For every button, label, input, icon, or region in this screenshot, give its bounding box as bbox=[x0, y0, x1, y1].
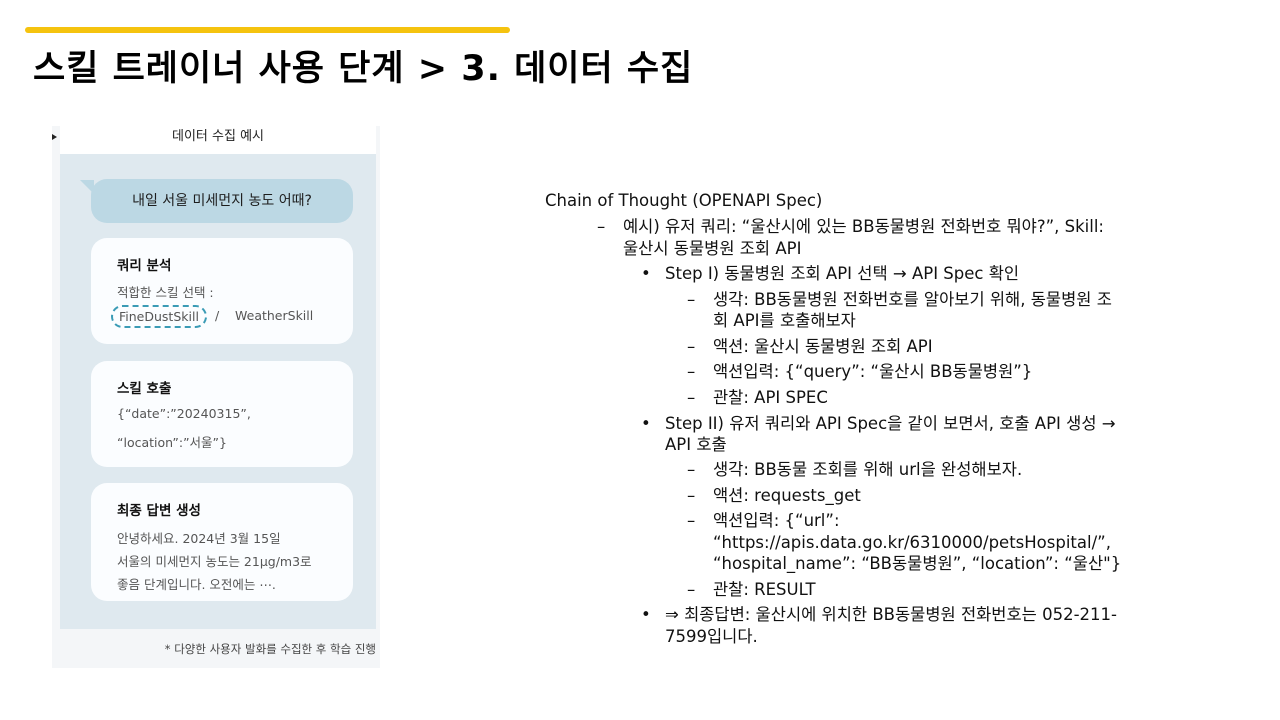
action-line: 액션: 울산시 동물병원 조회 API bbox=[713, 337, 933, 356]
user-message-bubble: 내일 서울 미세먼지 농도 어때? bbox=[91, 179, 353, 223]
observation-line: 관찰: API SPEC bbox=[713, 388, 828, 407]
panel-footnote: * 다양한 사용자 발화를 수집한 후 학습 진행 bbox=[164, 642, 376, 656]
step-bullet: • bbox=[641, 605, 651, 624]
slide-title: 스킬 트레이너 사용 단계 > 3. 데이터 수집 bbox=[33, 49, 694, 89]
skill-select-label: 적합한 스킬 선택 : bbox=[117, 285, 214, 300]
card-title: 스킬 호출 bbox=[117, 381, 172, 397]
example-line: 울산시 동물병원 조회 API bbox=[623, 239, 802, 258]
card-title: 최종 답변 생성 bbox=[117, 503, 201, 519]
step-bullet: • bbox=[641, 414, 651, 433]
item-dash: – bbox=[687, 460, 696, 479]
card-line: “location”:”서울”} bbox=[117, 435, 227, 450]
step-line: Step I) 동물병원 조회 API 선택 → API Spec 확인 bbox=[665, 264, 1020, 283]
item-dash: – bbox=[687, 511, 696, 530]
skill-separator: / bbox=[215, 308, 220, 323]
selected-skill-chip: FineDustSkill bbox=[111, 305, 207, 328]
action-input-line: “https://apis.data.go.kr/6310000/petsHos… bbox=[713, 533, 1111, 552]
card-line: 안녕하세요. 2024년 3월 15일 bbox=[117, 531, 281, 546]
step-bullet: • bbox=[641, 264, 651, 283]
panel-header: 데이터 수집 예시 bbox=[60, 126, 376, 154]
action-input-line: 액션입력: {“query”: “울산시 BB동물병원”} bbox=[713, 362, 1033, 381]
item-dash: – bbox=[687, 388, 696, 407]
data-collection-example-panel: 데이터 수집 예시 내일 서울 미세먼지 농도 어때? 쿼리 분석 적합한 스킬… bbox=[52, 126, 380, 668]
card-line: {“date”:”20240315”, bbox=[117, 406, 251, 421]
item-dash: – bbox=[687, 337, 696, 356]
example-line: 예시) 유저 쿼리: “울산시에 있는 BB동물병원 전화번호 뭐야?”, Sk… bbox=[623, 217, 1104, 236]
cot-heading: Chain of Thought (OPENAPI Spec) bbox=[545, 191, 823, 210]
thought-line: 회 API를 호출해보자 bbox=[713, 311, 856, 330]
action-input-line: 액션입력: {“url”: bbox=[713, 511, 840, 530]
card-title: 쿼리 분석 bbox=[117, 258, 172, 274]
skill-call-card: 스킬 호출 {“date”:”20240315”, “location”:”서울… bbox=[91, 361, 353, 467]
chat-area: 데이터 수집 예시 내일 서울 미세먼지 농도 어때? 쿼리 분석 적합한 스킬… bbox=[60, 126, 376, 629]
item-dash: – bbox=[687, 362, 696, 381]
step-line: API 호출 bbox=[665, 435, 727, 454]
example-dash: – bbox=[597, 217, 606, 236]
bubble-tail bbox=[80, 180, 94, 194]
final-answer-card: 최종 답변 생성 안녕하세요. 2024년 3월 15일 서울의 미세먼지 농도… bbox=[91, 483, 353, 601]
title-accent-bar bbox=[25, 27, 510, 33]
play-marker-icon bbox=[52, 134, 57, 140]
final-answer-line: ⇒ 최종답변: 울산시에 위치한 BB동물병원 전화번호는 052-211- bbox=[665, 605, 1117, 624]
step-line: Step II) 유저 쿼리와 API Spec을 같이 보면서, 호출 API… bbox=[665, 414, 1116, 433]
item-dash: – bbox=[687, 580, 696, 599]
card-line: 좋음 단계입니다. 오전에는 ⋯. bbox=[117, 577, 276, 592]
final-answer-line: 7599입니다. bbox=[665, 627, 758, 646]
card-line: 서울의 미세먼지 농도는 21μg/m3로 bbox=[117, 554, 312, 569]
thought-line: 생각: BB동물 조회를 위해 url을 완성해보자. bbox=[713, 460, 1023, 479]
thought-line: 생각: BB동물병원 전화번호를 알아보기 위해, 동물병원 조 bbox=[713, 290, 1112, 309]
action-line: 액션: requests_get bbox=[713, 486, 861, 505]
alternative-skill: WeatherSkill bbox=[235, 308, 314, 323]
item-dash: – bbox=[687, 290, 696, 309]
observation-line: 관찰: RESULT bbox=[713, 580, 816, 599]
query-analysis-card: 쿼리 분석 적합한 스킬 선택 : FineDustSkill / Weathe… bbox=[91, 238, 353, 344]
item-dash: – bbox=[687, 486, 696, 505]
action-input-line: “hospital_name”: “BB동물병원”, “location”: “… bbox=[713, 554, 1122, 573]
